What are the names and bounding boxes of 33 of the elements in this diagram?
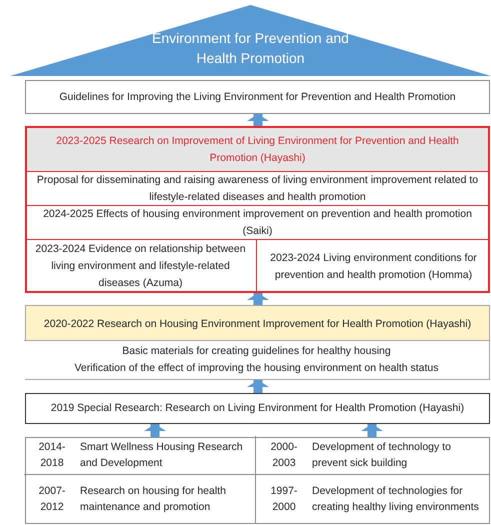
box-text: 2023-2024 Evidence on relationship between living environment and lifestyle-related diseases (Azuma) <box>34 242 247 291</box>
outcome-box <box>24 340 489 379</box>
project-title: Development of technologies for creating healthy living environments <box>312 484 480 515</box>
year-range: 2014- 2018 <box>38 440 66 471</box>
block-arrow <box>247 114 269 126</box>
roof-title: Environment for Prevention and Health Promotion <box>151 29 350 68</box>
box-text: Basic materials for creating guidelines for healthy housing <box>122 344 391 359</box>
project-title: Development of technology to prevent sick building <box>312 440 452 471</box>
project-box <box>25 239 257 293</box>
box-text: 2019 Special Research: Research on Living Environment for Health Promotion (Hayashi) <box>50 401 464 416</box>
research-group-box <box>25 305 490 380</box>
group-heading: 2023-2025 Research on Improvement of Living Environment for Prevention and Health Promotion (Hayashi) <box>55 134 460 166</box>
goal-box <box>25 80 490 114</box>
box-text: 2023-2024 Living environment conditions for prevention and health promotion (Homma) <box>269 250 478 282</box>
year-range: 2000- 2003 <box>270 440 298 471</box>
box-text: Proposal for disseminating and raising awareness of living environment improvement related to lifestyle-related diseases and health promotion <box>36 172 480 204</box>
research-group-box <box>25 126 490 293</box>
block-arrow <box>247 380 269 393</box>
block-arrow <box>361 424 383 437</box>
box-text: Guidelines for Improving the Living Environment for Prevention and Health Promotion <box>59 90 456 104</box>
block-arrow <box>247 293 269 305</box>
box <box>25 437 490 524</box>
table-cell <box>24 436 256 475</box>
group-heading: 2020-2022 Research on Housing Environment Improvement for Health Promotion (Hayashi) <box>44 316 472 332</box>
box-text: Verification of the effect of improving the housing environment on health status <box>74 361 439 376</box>
year-range: 1997- 2000 <box>270 484 298 515</box>
block-arrow <box>144 424 166 437</box>
box-text: 2024-2025 Effects of housing environment improvement on prevention and health promotion (Saiki) <box>42 206 473 238</box>
project-title: Research on housing for health maintenance and promotion <box>80 484 227 515</box>
roof-triangle <box>10 5 491 76</box>
year-range: 2007- 2012 <box>38 484 66 515</box>
project-title: Smart Wellness Housing Research and Development <box>80 440 244 471</box>
research-box <box>25 393 490 424</box>
